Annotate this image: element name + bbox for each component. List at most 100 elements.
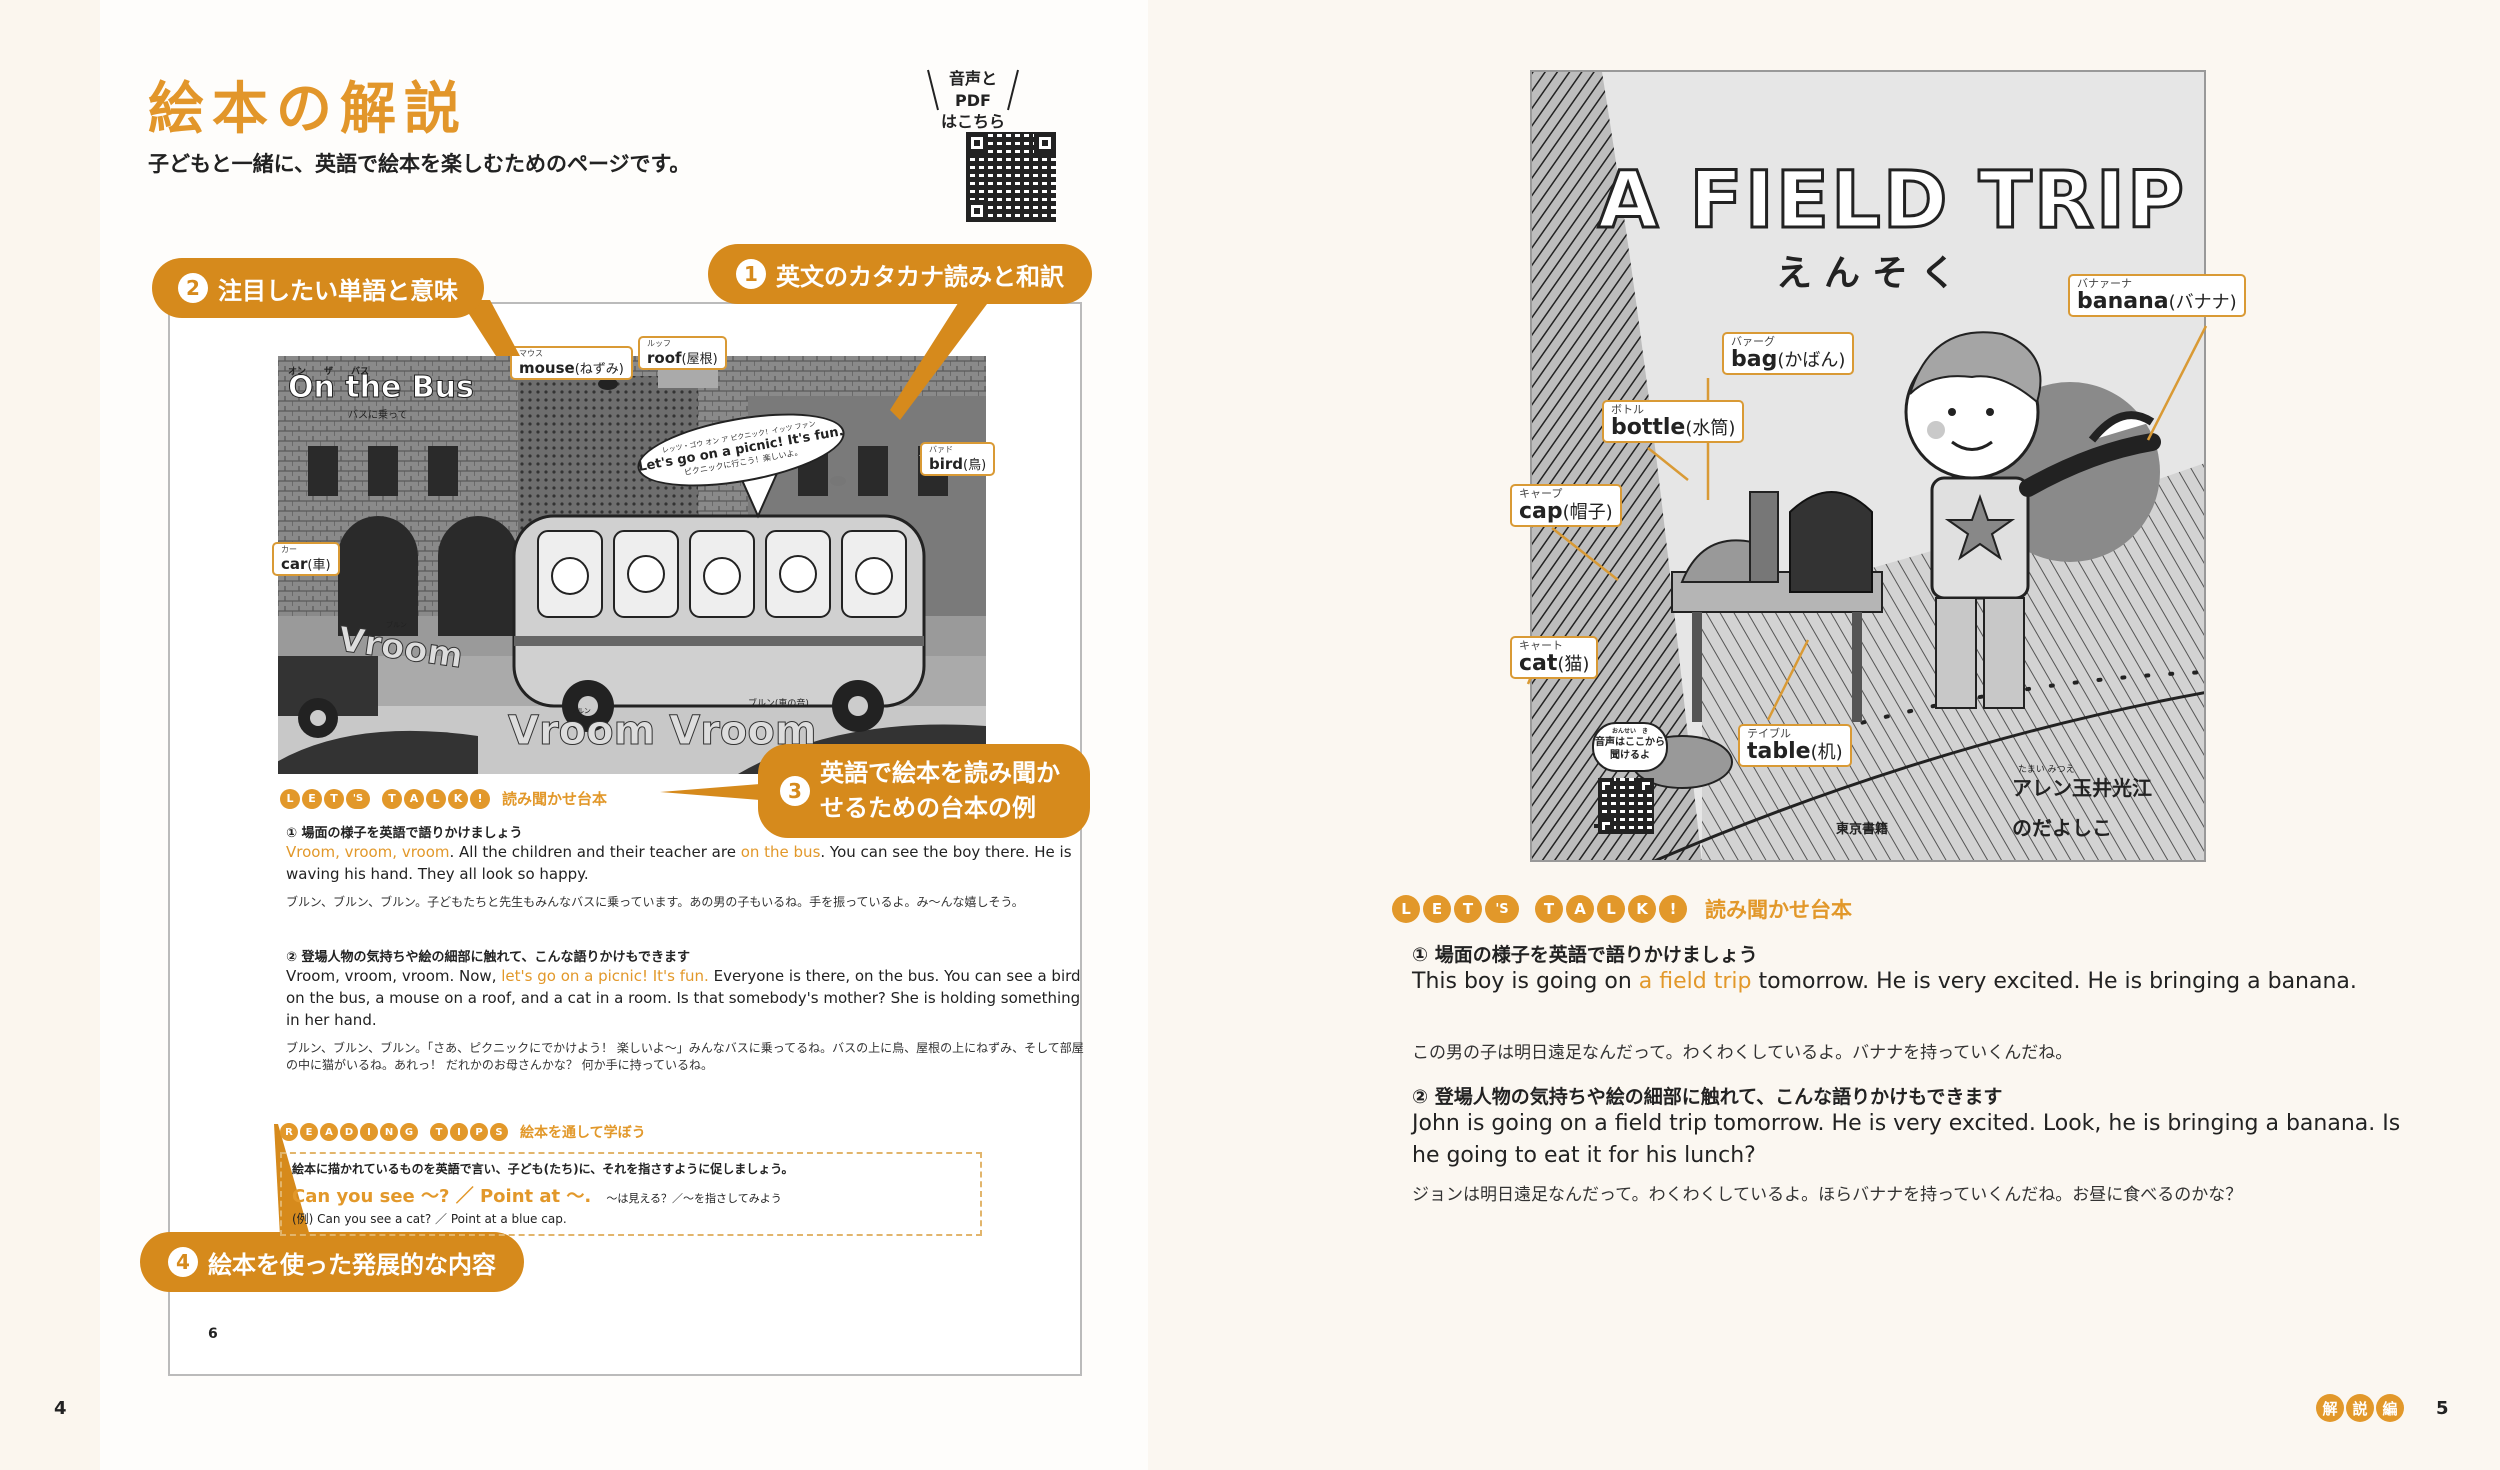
lt-right-s2-title: ② 登場人物の気持ちや絵の細部に触れて、こんな語りかけもできます <box>1412 1086 2003 1108</box>
callout-2: 2 注目したい単語と意味 <box>152 258 484 318</box>
cover-label-bottle-meaning: (水筒) <box>1685 418 1736 439</box>
label-car: カー car(車) <box>272 542 340 576</box>
lets-talk-heading-right: 読み聞かせ台本 <box>1705 898 1852 922</box>
lt-letter: 'S <box>1485 895 1519 923</box>
section-label-char: 編 <box>2376 1394 2404 1422</box>
lt-right-s1-title: ① 場面の様子を英語で語りかけましょう <box>1412 944 1758 966</box>
cover-label-table-meaning: (机) <box>1810 742 1843 763</box>
book-cover: A FIELD TRIP えんそく たまい みつえ アレン玉井光江 のだよしこ … <box>1530 70 2206 862</box>
lt-left-s1-en-part: . All the children and their teacher are <box>449 843 741 861</box>
author-ruby: たまい みつえ <box>2018 765 2075 775</box>
lets-talk-header-left: L E T 'S T A L K ! 読み聞かせ台本 <box>280 788 607 809</box>
callout-4: 4 絵本を使った発展的な内容 <box>140 1232 524 1292</box>
reading-tips-phrase-jp: ～は見える？／～を指さしてみよう <box>606 1192 782 1205</box>
lt-letter: T <box>1535 895 1563 923</box>
label-car-ruby: カー <box>281 545 297 554</box>
qr-code[interactable] <box>966 132 1056 222</box>
cover-art <box>1532 72 2204 860</box>
cover-label-table-ruby: テイブル <box>1747 727 1791 740</box>
lt-letter: E <box>302 788 322 809</box>
callout-2-text: 注目したい単語と意味 <box>218 276 458 305</box>
cover-label-cap-ruby: キャープ <box>1519 487 1563 500</box>
lt-letter: A <box>404 788 424 809</box>
label-mouse-meaning: (ねずみ) <box>574 362 624 377</box>
rt-letter: T <box>430 1123 448 1141</box>
right-page-number: 5 <box>2436 1398 2449 1419</box>
lt-letter: L <box>426 788 446 809</box>
left-page: 絵本の解説 子どもと一緒に、英語で絵本を楽しむためのページです。 音声とPDF … <box>100 0 1148 1470</box>
callout-3: 3 英語で絵本を読み聞か せるための台本の例 <box>758 744 1090 838</box>
lt-left-s2-en: Vroom, vroom, vroom. Now, let's go on a … <box>286 966 1086 1031</box>
callout-1: 1 英文のカタカナ読みと和訳 <box>708 244 1092 304</box>
label-bird-ruby: バァド <box>929 445 953 454</box>
lt-left-s2-en-part: Vroom, vroom, vroom. Now, <box>286 967 502 985</box>
illustration-title: On the Bus <box>288 370 475 406</box>
cover-label-cat-meaning: (猫) <box>1557 654 1590 675</box>
lt-letter: T <box>382 788 402 809</box>
lt-letter: E <box>1423 895 1451 923</box>
callout-2-num: 2 <box>178 273 208 303</box>
lt-letter: K <box>1628 895 1656 923</box>
lt-left-s2-jp: ブルン、ブルン、ブルン。「さあ、ピクニックにでかけよう！ 楽しいよ～」みんなバス… <box>286 1041 1084 1073</box>
callout-4-text: 絵本を使った発展的な内容 <box>208 1250 496 1279</box>
lt-letter: L <box>1392 895 1420 923</box>
cover-publisher: 東京書籍 <box>1836 822 1889 837</box>
cover-label-bottle: ボトル bottle(水筒) <box>1602 400 1745 443</box>
sound2-text: Vroom Vroom <box>508 708 818 755</box>
cover-label-banana-meaning: (バナナ) <box>2168 292 2237 313</box>
reading-tips-header: R E A D I N G T I P S 絵本を通して学ぼう <box>280 1122 646 1142</box>
cover-label-table: テイブル table(机) <box>1738 724 1852 767</box>
callout-1-num: 1 <box>736 259 766 289</box>
label-bird: バァド bird(鳥) <box>920 442 996 476</box>
cover-label-bag-meaning: (かばん) <box>1777 350 1846 371</box>
cover-qr-code[interactable] <box>1598 778 1654 834</box>
reading-tips-example: (例) Can you see a cat? ／ Point at a blue… <box>292 1212 567 1226</box>
reading-tips-heading: 絵本を通して学ぼう <box>520 1125 646 1141</box>
rt-letter: A <box>320 1123 338 1141</box>
lt-letter: 'S <box>346 788 370 809</box>
page-subtitle: 子どもと一緒に、英語で絵本を楽しむためのページです。 <box>148 152 691 176</box>
reading-tips-phrase: Can you see ～? ／ Point at ～. <box>292 1186 592 1207</box>
bus-illustration: オン ザ バス On the Bus バスに乗って レッツ・ゴウ オン ア ピク… <box>278 356 986 774</box>
cover-label-bottle-ruby: ボトル <box>1611 403 1644 416</box>
cover-label-cap-meaning: (帽子) <box>1562 502 1613 523</box>
page-title: 絵本の解説 <box>148 77 468 142</box>
section-label-char: 説 <box>2346 1394 2374 1422</box>
qr-caption-line2: はこちら <box>940 112 1005 132</box>
callout-pointers <box>274 300 990 1236</box>
lt-letter: L <box>1597 895 1625 923</box>
reading-tips-intro: 絵本に描かれているものを英語で言い、子ども(たち)に、それを指さすように促しまし… <box>292 1162 794 1176</box>
qr-caption-line1: 音声とPDF <box>948 69 997 110</box>
lt-right-s1-en-hl: a field trip <box>1638 969 1752 994</box>
rt-letter: E <box>300 1123 318 1141</box>
audio-note-ruby: おんせい き <box>1611 728 1648 735</box>
cover-illustrator: のだよしこ <box>2012 816 2112 840</box>
section-label: 解 説 編 <box>2316 1394 2404 1422</box>
lt-left-s1-en-part: . You can see the boy there. He is wavin… <box>286 843 1072 883</box>
rt-letter: D <box>340 1123 358 1141</box>
qr-caption-box: 音声とPDF はこちら <box>927 68 1019 131</box>
cover-label-cat-word: cat <box>1519 651 1558 676</box>
section-label-char: 解 <box>2316 1394 2344 1422</box>
lt-left-s1-en-hl: Vroom, vroom, vroom <box>286 843 450 861</box>
cover-label-banana-word: banana <box>2077 289 2169 314</box>
rt-letter: P <box>470 1123 488 1141</box>
lt-left-s2-en-hl: let's go on a picnic! It's fun. <box>501 967 709 985</box>
lt-letter: T <box>324 788 344 809</box>
label-roof: ルッフ roof(屋根) <box>638 336 727 370</box>
illustration-title-jp: バスに乗って <box>348 410 408 421</box>
lt-left-s2-title: ② 登場人物の気持ちや絵の細部に触れて、こんな語りかけもできます <box>286 950 690 965</box>
sound2-jp: ブルン(車の音) <box>748 699 809 709</box>
callout-4-num: 4 <box>168 1247 198 1277</box>
cover-label-banana: バナァーナ banana(バナナ) <box>2068 274 2246 317</box>
label-car-meaning: (車) <box>307 558 331 573</box>
callout-3-num: 3 <box>780 776 810 806</box>
lt-right-s1-en: This boy is going on a field trip tomorr… <box>1412 966 2412 998</box>
cover-label-cat: キャート cat(猫) <box>1510 636 1599 679</box>
right-page: A FIELD TRIP えんそく たまい みつえ アレン玉井光江 のだよしこ … <box>1148 0 2500 1470</box>
rt-letter: R <box>280 1123 298 1141</box>
cover-label-bag: バァーグ bag(かばん) <box>1722 332 1855 375</box>
cover-label-cat-ruby: キャート <box>1519 639 1563 652</box>
callout-3-text: 英語で絵本を読み聞か せるための台本の例 <box>820 759 1060 822</box>
cover-label-cap-word: cap <box>1519 499 1563 524</box>
